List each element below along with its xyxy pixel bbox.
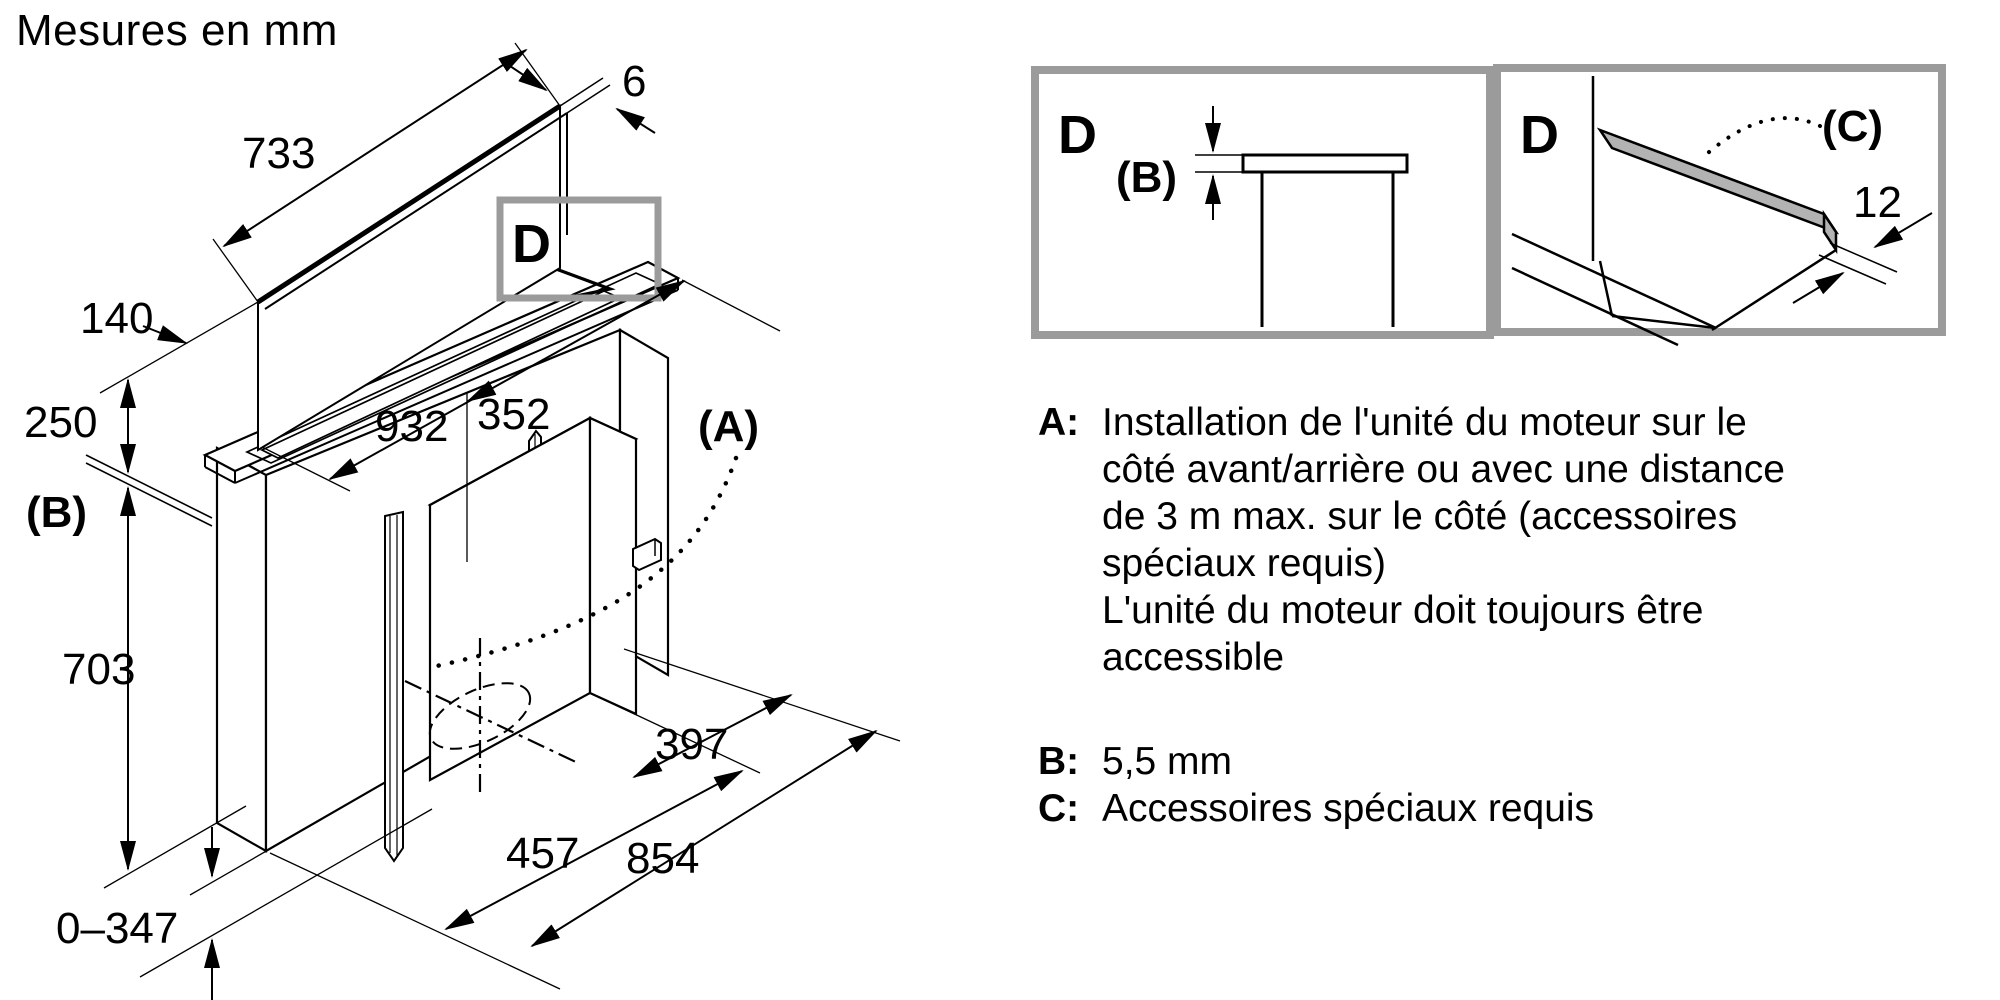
dim-label-352: 352	[477, 390, 550, 439]
legend-a-line: de 3 m max. sur le côté (accessoires	[1102, 495, 1738, 538]
legend-key-c: C:	[1038, 787, 1080, 830]
legend-spacer	[1038, 681, 1998, 738]
main-drawing	[85, 42, 901, 1000]
legend-a-line: accessible	[1102, 636, 1285, 679]
legend: A: Installation de l'unité du moteur sur…	[1038, 399, 1998, 832]
detail-c-marker: D	[1520, 105, 1559, 165]
legend-item-c: C: Accessoires spéciaux requis	[1038, 785, 1998, 832]
legend-a-line: Installation de l'unité du moteur sur le	[1102, 401, 1747, 444]
dim-label-733: 733	[242, 129, 315, 178]
dim-bottom-right	[269, 648, 901, 990]
dim-label-703: 703	[62, 645, 135, 694]
dim-6	[503, 61, 656, 134]
dim-label-250: 250	[24, 398, 97, 447]
mounting-rail-left	[384, 510, 404, 863]
detail-c-accessory-label: (C)	[1822, 102, 1883, 151]
legend-c-text: Accessoires spéciaux requis	[1102, 787, 1595, 830]
dim-932-352	[261, 279, 781, 562]
legend-b-text: 5,5 mm	[1102, 740, 1233, 783]
page-title: Mesures en mm	[16, 6, 338, 55]
legend-item-b: B: 5,5 mm	[1038, 738, 1998, 785]
legend-key-b: B:	[1038, 740, 1080, 783]
detail-marker-main: D	[512, 214, 551, 274]
label-c-leader	[1698, 116, 1822, 162]
dim-label-a: (A)	[698, 402, 759, 451]
detail-box-b	[1031, 66, 1494, 339]
detail-c-overhang-label: 12	[1853, 178, 1902, 227]
legend-a-line: côté avant/arrière ou avec une distance	[1102, 448, 1785, 491]
dim-label-932: 932	[375, 402, 448, 451]
dim-label-6: 6	[622, 57, 646, 106]
dim-label-457: 457	[506, 829, 579, 878]
detail-box-c-frame	[1493, 64, 1946, 336]
legend-a-line: L'unité du moteur doit toujours être	[1102, 589, 1704, 632]
detail-b-marker: D	[1058, 105, 1097, 165]
detail-b-gap-label: (B)	[1116, 153, 1177, 202]
legend-a-line: spéciaux requis)	[1102, 542, 1386, 585]
label-a-leader	[429, 455, 739, 670]
dim-left-stack	[85, 301, 433, 1000]
dim-label-b: (B)	[26, 488, 87, 537]
dim-label-854: 854	[626, 834, 699, 883]
dim-label-0-347: 0–347	[56, 904, 178, 953]
legend-key-a: A:	[1038, 401, 1080, 444]
dim-label-397: 397	[655, 720, 728, 769]
legend-item-a: A: Installation de l'unité du moteur sur…	[1038, 399, 1998, 681]
dim-label-140: 140	[80, 294, 153, 343]
detail-box-c	[1493, 64, 1946, 347]
